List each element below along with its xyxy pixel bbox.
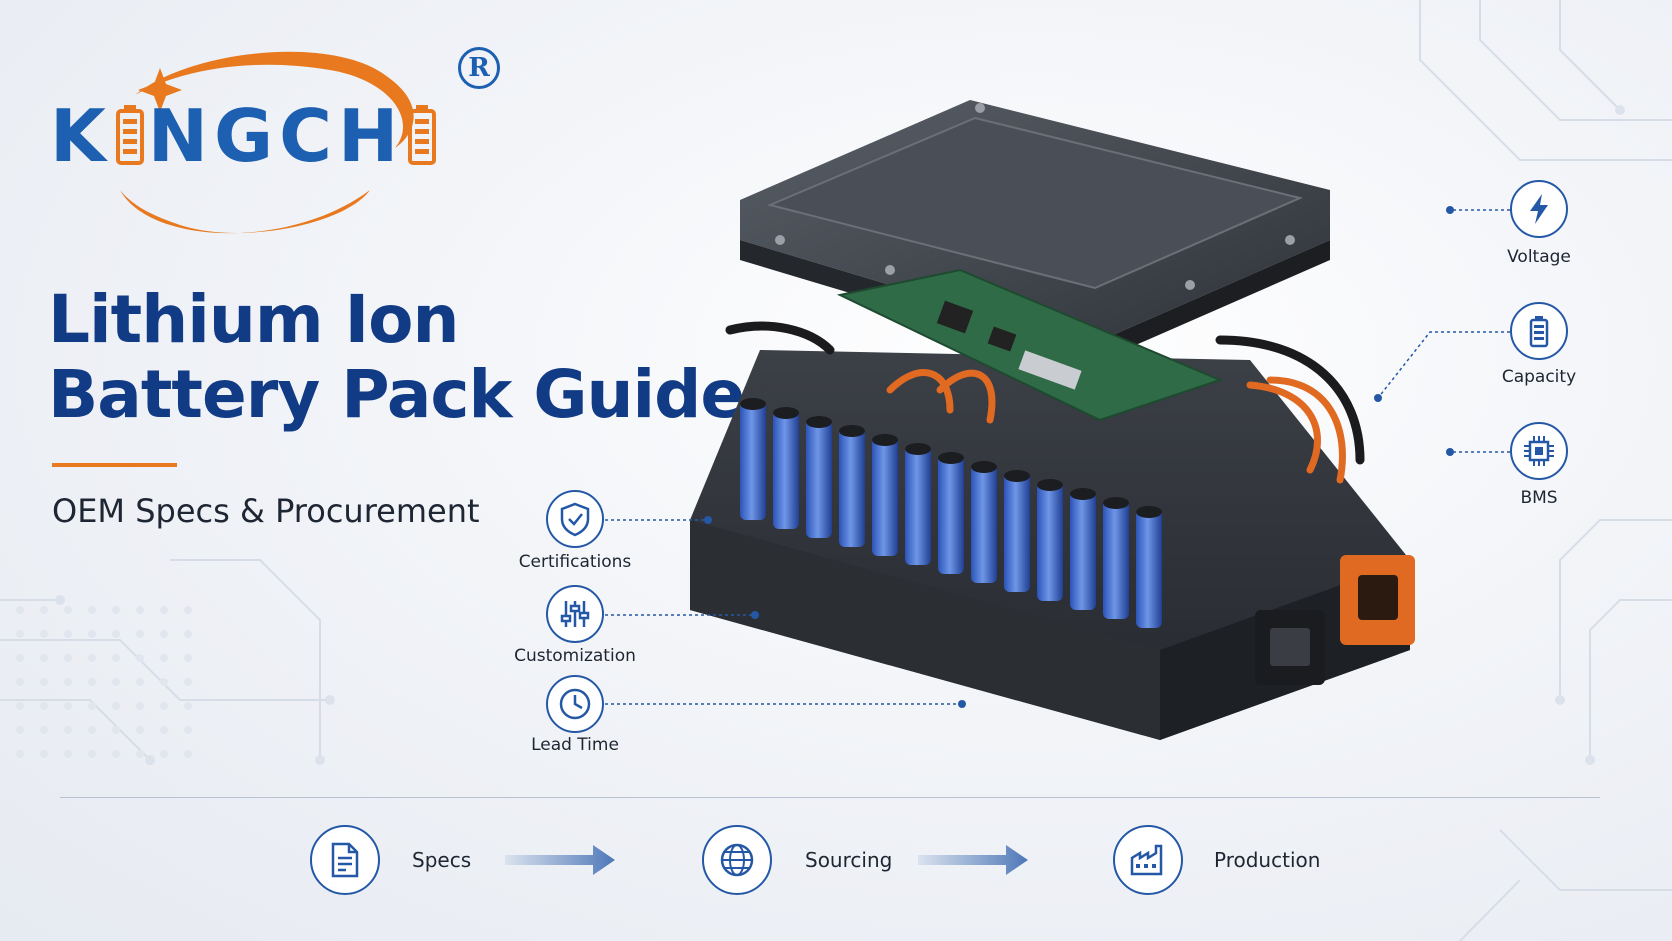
specs-label: Specs bbox=[412, 848, 472, 872]
voltage-callout bbox=[1510, 180, 1568, 238]
battery-glyph-icon bbox=[115, 105, 144, 165]
certifications-callout bbox=[546, 490, 604, 548]
logo-swoosh bbox=[120, 51, 414, 234]
capacity-callout bbox=[1510, 302, 1568, 360]
sourcing-label: Sourcing bbox=[805, 848, 893, 872]
clock-icon bbox=[559, 688, 591, 720]
sourcing-step bbox=[702, 825, 772, 895]
production-label: Production bbox=[1214, 848, 1321, 872]
logo-letters-ngch: NGCH bbox=[147, 94, 405, 178]
customization-label: Customization bbox=[514, 646, 636, 666]
document-icon bbox=[331, 842, 359, 878]
voltage-label: Voltage bbox=[1507, 247, 1571, 267]
battery-glyph-icon bbox=[408, 105, 437, 165]
battery-icon bbox=[1529, 316, 1549, 348]
page-title-line-2: Battery Pack Guide bbox=[48, 356, 745, 433]
customization-callout bbox=[546, 585, 604, 643]
production-step bbox=[1113, 825, 1183, 895]
certifications-label: Certifications bbox=[518, 552, 632, 572]
lightning-bolt-icon bbox=[1530, 194, 1548, 224]
registered-trademark-mark: R bbox=[458, 47, 500, 89]
battery-pack-illustration bbox=[690, 100, 1415, 740]
page-subtitle: OEM Specs & Procurement bbox=[52, 492, 480, 530]
specs-step bbox=[310, 825, 380, 895]
page-title-line-1: Lithium Ion bbox=[48, 281, 459, 358]
flow-arrow-icon bbox=[918, 845, 1028, 875]
capacity-label: Capacity bbox=[1501, 367, 1577, 387]
bms-label: BMS bbox=[1520, 488, 1558, 508]
globe-icon bbox=[720, 843, 754, 877]
chip-icon bbox=[1524, 436, 1554, 466]
process-divider bbox=[60, 797, 1600, 798]
bms-callout bbox=[1510, 422, 1568, 480]
lead-time-label: Lead Time bbox=[531, 735, 619, 755]
factory-icon bbox=[1130, 844, 1163, 876]
logo-letter-k: K bbox=[50, 94, 112, 178]
lead-time-callout bbox=[546, 675, 604, 733]
flow-arrow-icon bbox=[505, 845, 615, 875]
sliders-icon bbox=[560, 601, 590, 627]
accent-divider bbox=[52, 463, 177, 467]
shield-check-icon bbox=[560, 502, 590, 537]
